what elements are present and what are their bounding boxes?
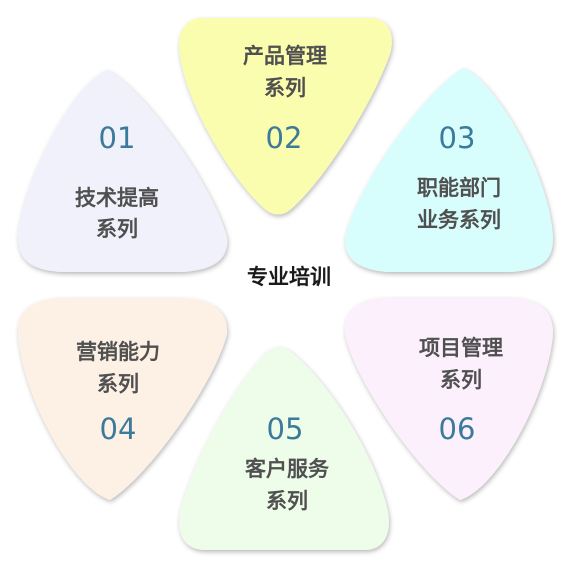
petal-03-label-line1: 职能部门 bbox=[417, 176, 501, 200]
petal-05-number: 05 bbox=[267, 412, 304, 446]
petal-02-label-line2: 系列 bbox=[264, 76, 306, 100]
petal-04-label-line2: 系列 bbox=[97, 372, 139, 396]
petal-01-label-line2: 系列 bbox=[96, 217, 138, 241]
petal-01-number: 01 bbox=[99, 121, 136, 155]
petal-04-shape bbox=[18, 298, 228, 500]
petal-06-label-line1: 项目管理 bbox=[419, 336, 503, 360]
petal-06-shape bbox=[344, 298, 553, 500]
petal-02-label-line1: 产品管理 bbox=[243, 44, 327, 68]
petal-03-number: 03 bbox=[439, 121, 476, 155]
petal-05-shape bbox=[179, 347, 389, 550]
petal-03-shape bbox=[344, 68, 553, 272]
petal-04-number: 04 bbox=[100, 412, 137, 446]
petal-01-shape bbox=[18, 70, 228, 272]
petal-02-number: 02 bbox=[266, 121, 303, 155]
petal-01-label-line1: 技术提高 bbox=[75, 186, 159, 210]
center-label: 专业培训 bbox=[247, 265, 331, 289]
petal-02-shape bbox=[178, 18, 392, 215]
petal-03-label-line2: 业务系列 bbox=[417, 208, 501, 232]
petal-06-number: 06 bbox=[439, 412, 476, 446]
petal-05-label-line2: 系列 bbox=[266, 489, 308, 513]
petal-06-label-line2: 系列 bbox=[440, 368, 482, 392]
petal-04-label-line1: 营销能力 bbox=[76, 340, 160, 364]
petal-05-label-line1: 客户服务 bbox=[245, 457, 330, 481]
